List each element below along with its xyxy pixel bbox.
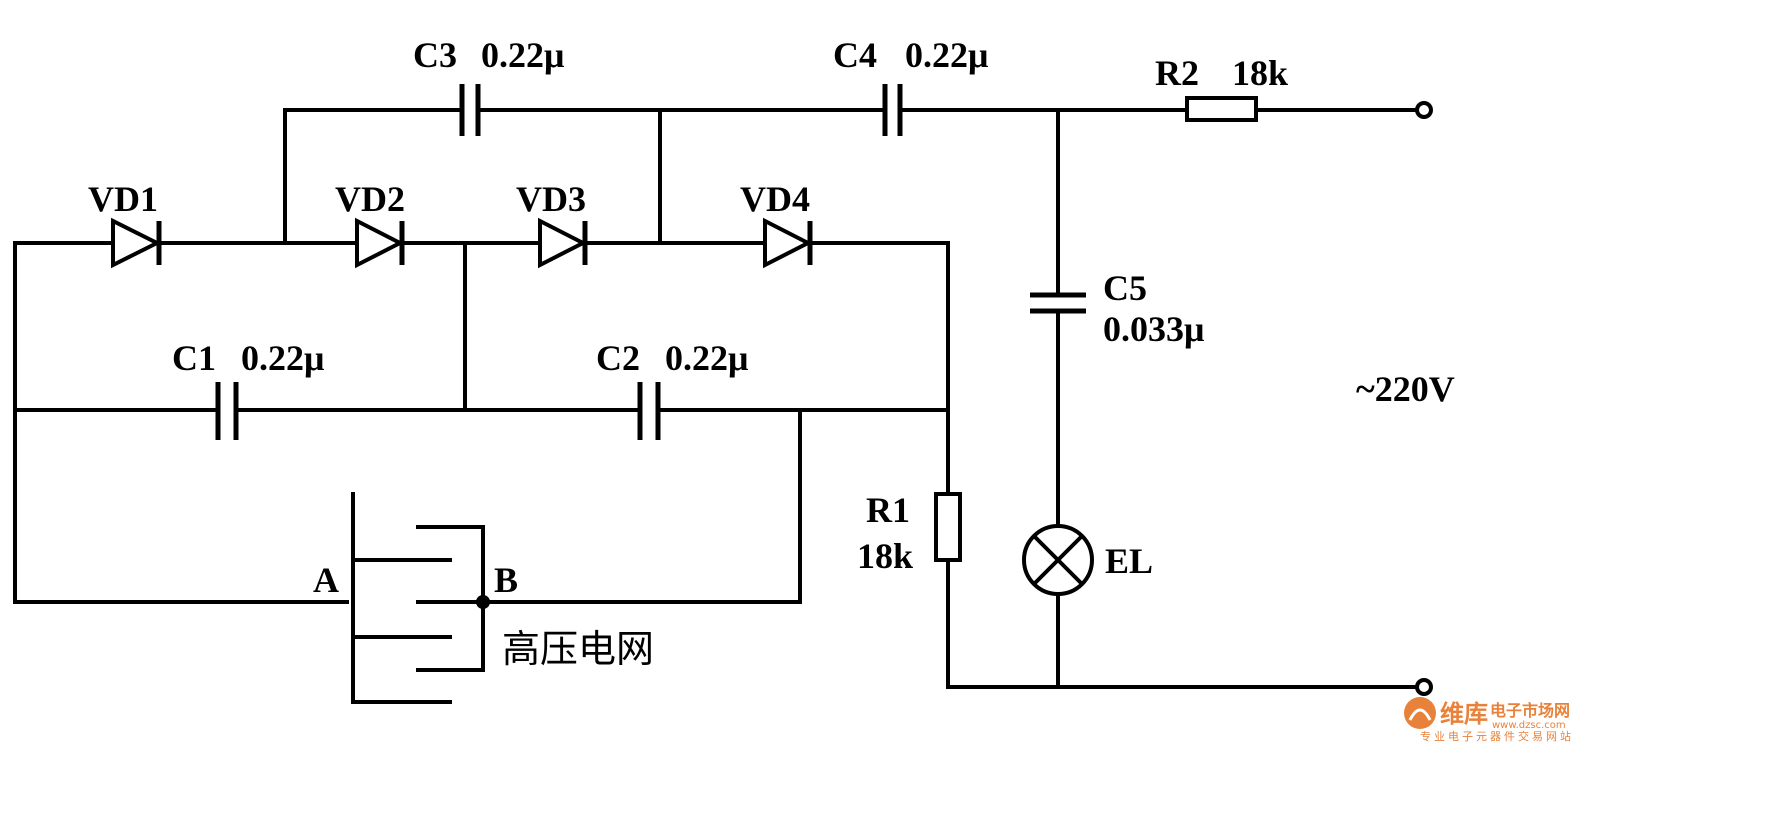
watermark-emblem-icon — [1404, 697, 1436, 729]
c2-value: 0.22μ — [665, 338, 748, 378]
c1-label: C1 — [172, 338, 216, 378]
c4-value: 0.22μ — [905, 35, 988, 75]
watermark-brand: 维库 — [1440, 700, 1488, 728]
c2-label: C2 — [596, 338, 640, 378]
labels: C3 0.22μ C4 0.22μ R2 18k VD1 VD2 VD3 VD4… — [88, 35, 1455, 671]
vd1-label: VD1 — [88, 179, 158, 219]
capacitor-c3 — [459, 84, 481, 136]
high-voltage-grid — [351, 492, 485, 704]
diode-vd3 — [538, 217, 588, 269]
watermark-logo: 维库 电子市场网 www.dzsc.com 专业电子元器件交易网站 — [1404, 697, 1574, 743]
capacitor-c5 — [1030, 292, 1086, 314]
vd2-label: VD2 — [335, 179, 405, 219]
c4-label: C4 — [833, 35, 877, 75]
resistor-r2 — [1185, 96, 1258, 122]
node-a-label: A — [313, 560, 339, 600]
lamp-el — [1022, 524, 1094, 596]
r2-label: R2 — [1155, 53, 1199, 93]
c5-value: 0.033μ — [1103, 309, 1204, 349]
vd3-label: VD3 — [516, 179, 586, 219]
diode-vd4 — [763, 217, 813, 269]
el-label: EL — [1105, 541, 1153, 581]
wires — [13, 108, 1420, 689]
grid-label: 高压电网 — [502, 627, 654, 671]
node-b-label: B — [494, 560, 518, 600]
terminal-bottom — [1415, 678, 1433, 696]
watermark-market: 电子市场网 — [1490, 701, 1570, 720]
supply-voltage-label: ~220V — [1356, 369, 1455, 409]
r1-label: R1 — [866, 490, 910, 530]
vd4-label: VD4 — [740, 179, 810, 219]
junction-dot-b — [476, 595, 490, 609]
watermark-url: www.dzsc.com — [1492, 720, 1566, 731]
capacitor-c1 — [215, 382, 239, 440]
diode-vd1 — [111, 217, 162, 269]
capacitor-c4 — [882, 84, 903, 136]
c1-value: 0.22μ — [241, 338, 324, 378]
watermark-slogan: 专业电子元器件交易网站 — [1420, 729, 1574, 743]
c3-value: 0.22μ — [481, 35, 564, 75]
terminal-top — [1415, 101, 1433, 119]
c3-label: C3 — [413, 35, 457, 75]
capacitor-c2 — [637, 382, 661, 440]
diode-vd2 — [355, 217, 405, 269]
r2-value: 18k — [1232, 53, 1288, 93]
c5-label: C5 — [1103, 268, 1147, 308]
r1-value: 18k — [857, 536, 913, 576]
resistor-r1 — [934, 492, 962, 562]
